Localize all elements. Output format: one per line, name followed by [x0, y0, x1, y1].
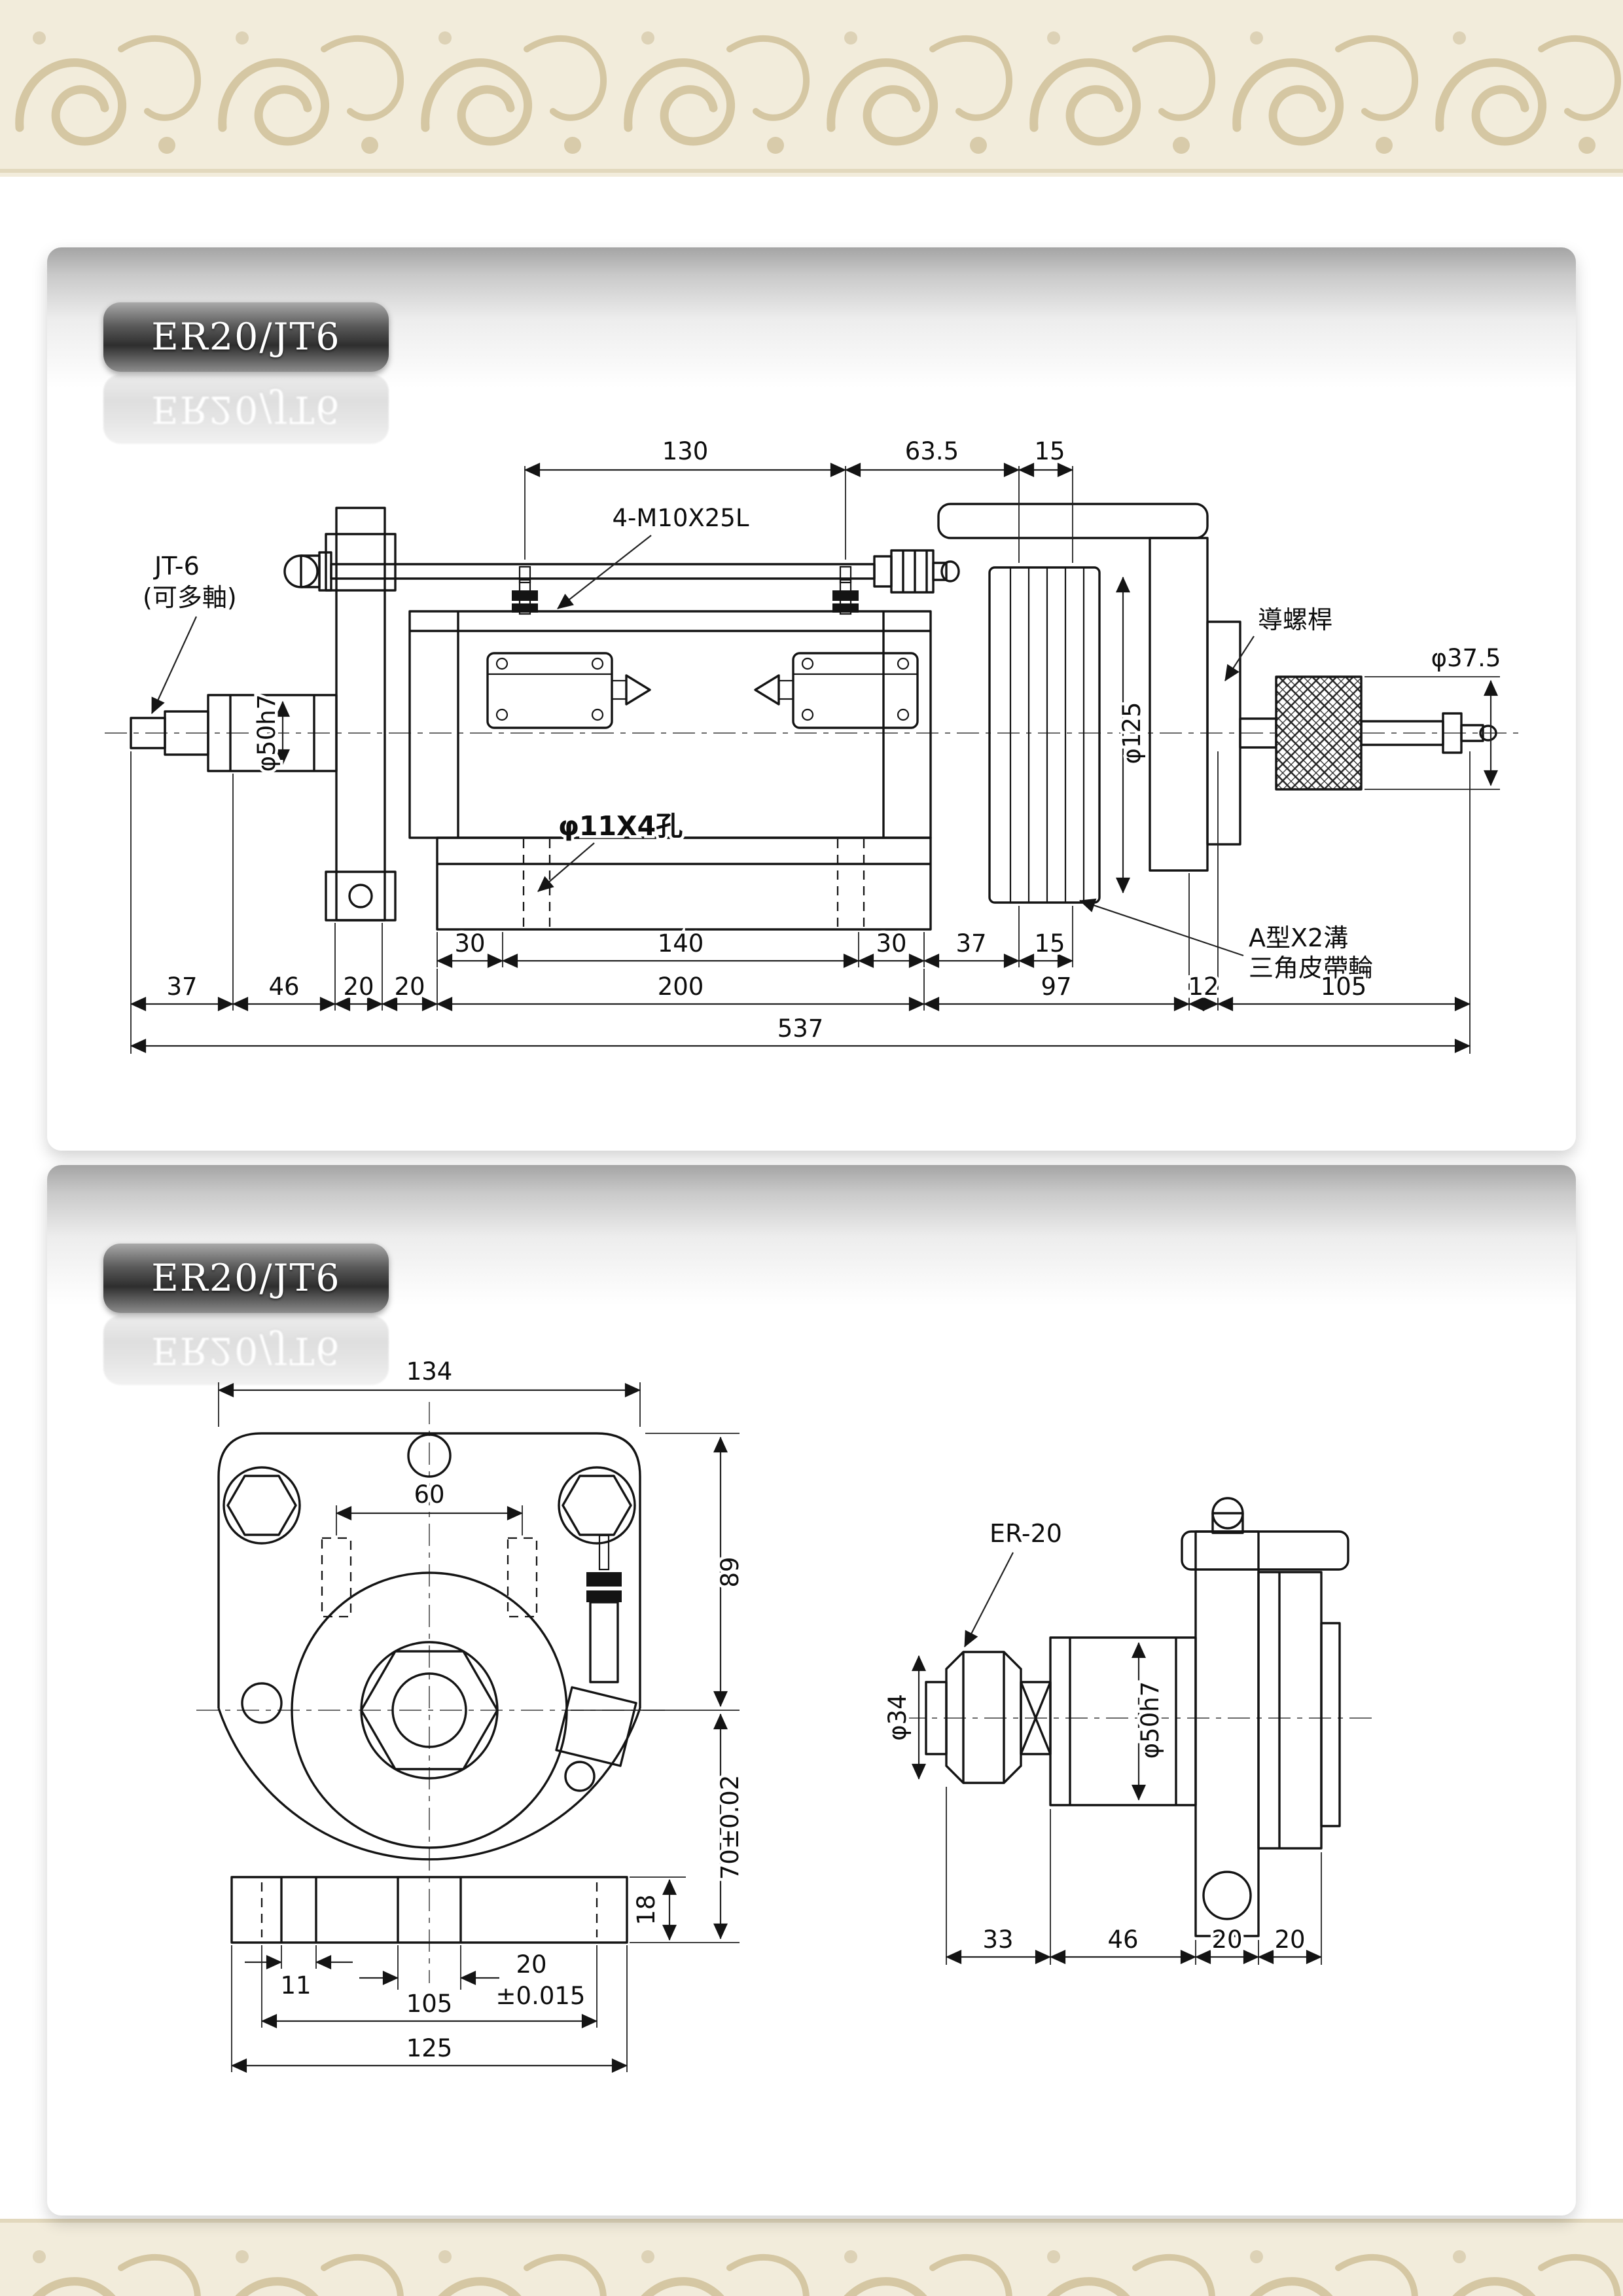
svg-text:導螺桿: 導螺桿	[1258, 605, 1332, 634]
dim-125: 125	[230, 1945, 628, 2073]
section-badge-1: ER20/JT6	[103, 302, 389, 372]
svg-text:A型X2溝: A型X2溝	[1249, 924, 1348, 952]
v-belt-pulley	[988, 566, 1101, 904]
svg-text:20: 20	[516, 1950, 546, 1979]
bottom-dimensions-row2: 37 46 20 20 200 97 12 105	[130, 751, 1471, 1054]
label-belt-pulley: A型X2溝 三角皮帶輪	[1079, 898, 1376, 985]
svg-text:33: 33	[982, 1926, 1013, 1954]
svg-text:φ50h7: φ50h7	[1136, 1681, 1164, 1759]
svg-text:200: 200	[658, 973, 704, 1001]
dim-70: 70±0.02	[630, 1713, 747, 1943]
label-lead-screw: 導螺桿	[1224, 603, 1335, 681]
clamp-posts	[512, 565, 859, 615]
svg-text:140: 140	[658, 929, 704, 958]
dim-dia125: φ125	[1115, 576, 1149, 894]
svg-text:46: 46	[1107, 1926, 1138, 1954]
svg-text:±0.015: ±0.015	[496, 1982, 586, 2010]
svg-text:37: 37	[955, 929, 986, 958]
front-view-base	[230, 1876, 628, 1944]
svg-text:ER-20: ER-20	[990, 1519, 1062, 1548]
label-jt6: JT-6 (可多軸)	[140, 549, 240, 714]
ornamental-border-bottom	[0, 2219, 1623, 2296]
svg-text:20: 20	[343, 973, 374, 1001]
svg-text:63.5: 63.5	[905, 437, 959, 465]
svg-text:30: 30	[454, 929, 485, 958]
dim-dia50h7: φ50h7	[250, 691, 290, 775]
dim-89: 89	[571, 1433, 747, 1711]
svg-text:89: 89	[716, 1556, 744, 1587]
svg-text:70±0.02: 70±0.02	[716, 1775, 744, 1880]
svg-text:125: 125	[406, 2034, 453, 2062]
svg-text:20: 20	[1211, 1926, 1242, 1954]
dim-60: 60	[335, 1478, 524, 1535]
side-assembly-drawing: φ50h7	[105, 435, 1518, 1054]
svg-text:φ11X4孔: φ11X4孔	[558, 810, 683, 842]
svg-text:30: 30	[876, 929, 906, 958]
svg-text:97: 97	[1041, 973, 1071, 1001]
svg-text:20: 20	[394, 973, 425, 1001]
left-bracket	[325, 507, 397, 922]
label-er20: ER-20	[964, 1516, 1065, 1647]
svg-text:105: 105	[1321, 973, 1367, 1001]
svg-text:JT-6: JT-6	[153, 552, 200, 581]
svg-text:60: 60	[414, 1480, 444, 1509]
svg-text:12: 12	[1188, 973, 1219, 1001]
svg-text:φ125: φ125	[1118, 702, 1146, 764]
side-view-bottom-dimensions: 33 46 20 20	[945, 1787, 1323, 1965]
base-plate	[436, 836, 932, 931]
svg-text:15: 15	[1034, 437, 1065, 465]
svg-text:134: 134	[406, 1357, 453, 1386]
top-dimensions: 130 63.5 15	[524, 435, 1074, 563]
bottom-dimensions-row1: 30 140 30 37 15	[436, 906, 1074, 968]
svg-text:φ34: φ34	[883, 1694, 912, 1741]
dim-dia34: φ34	[881, 1655, 926, 1780]
svg-text:537: 537	[777, 1014, 824, 1043]
dim-11: 11	[245, 1945, 353, 2003]
dim-105: 105	[260, 1945, 598, 2028]
svg-text:三角皮帶輪: 三角皮帶輪	[1249, 954, 1373, 982]
label-bolts: 4-M10X25L	[557, 501, 752, 609]
svg-text:18: 18	[632, 1894, 660, 1925]
overall-dimension: 537	[130, 1012, 1471, 1053]
front-view-centerlines	[196, 1402, 669, 1983]
front-plunger-switch	[555, 1534, 637, 1792]
front-view-body	[217, 1432, 641, 1861]
svg-text:37: 37	[166, 973, 197, 1001]
side-view-spindle	[925, 1636, 1197, 1806]
svg-text:4-M10X25L: 4-M10X25L	[613, 504, 749, 532]
svg-text:20: 20	[1274, 1926, 1305, 1954]
svg-text:130: 130	[662, 437, 709, 465]
side-view-bracket	[1181, 1497, 1349, 1937]
limit-switch-left	[486, 652, 651, 729]
svg-text:46: 46	[268, 973, 299, 1001]
svg-text:15: 15	[1034, 929, 1065, 958]
dim-dia37-5: φ37.5	[1364, 641, 1504, 790]
limit-switch-right	[754, 652, 919, 729]
svg-text:φ37.5: φ37.5	[1431, 644, 1501, 672]
dim-dia50h7-side: φ50h7	[1132, 1641, 1168, 1801]
dim-18: 18	[630, 1876, 686, 1941]
svg-text:φ50h7: φ50h7	[253, 694, 281, 772]
svg-text:(可多軸): (可多軸)	[143, 583, 237, 612]
draw-bar	[283, 549, 960, 594]
front-and-side-view-drawing: 134 60 89 70±0.02 18 1	[196, 1355, 1374, 2073]
section-badge-2: ER20/JT6	[103, 1244, 389, 1313]
ornamental-border-top	[0, 0, 1623, 177]
label-mount-holes: φ11X4孔	[537, 808, 686, 892]
right-bracket	[937, 503, 1241, 872]
dim-20-tol: 20 ±0.015	[359, 1945, 588, 2013]
svg-text:105: 105	[406, 1990, 453, 2018]
dim-134: 134	[217, 1355, 641, 1427]
svg-text:11: 11	[280, 1971, 311, 2000]
